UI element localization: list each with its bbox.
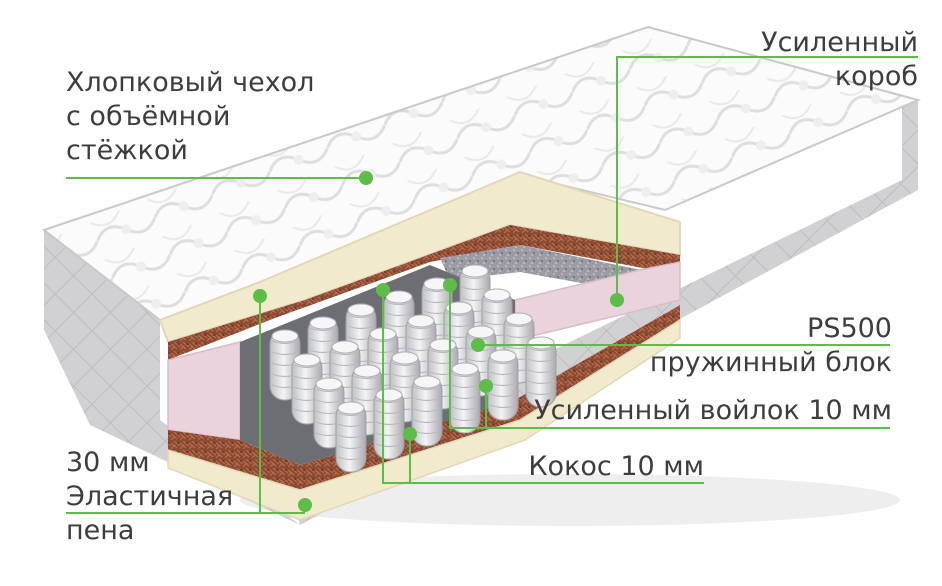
spring-pocket (335, 401, 367, 473)
callout-line-foam (66, 296, 305, 514)
dot-felt-top (443, 278, 457, 292)
label-cotton-cover: Хлопковый чехол с объёмной стёжкой (66, 66, 314, 168)
label-foam-line2: Эластичная (66, 481, 234, 512)
spring-pocket (373, 388, 405, 460)
label-box-line1: Усиленный (761, 27, 918, 58)
pocket-springs (269, 264, 557, 473)
label-cover-line3: стёжкой (66, 135, 188, 166)
dot-coconut-top (376, 283, 390, 297)
label-foam-line1: 30 мм (66, 447, 150, 478)
mattress-left-side (44, 230, 300, 525)
spring-pocket (487, 349, 519, 421)
floor-shadow (240, 474, 900, 526)
dot-foam-bottom (298, 498, 312, 512)
callout-line-felt (449, 285, 890, 429)
dot-coconut-bottom (403, 427, 417, 441)
spring-pocket (411, 375, 443, 447)
label-coconut: Кокос 10 мм (528, 450, 704, 484)
callout-line-box (616, 56, 918, 300)
label-coconut-line1: Кокос 10 мм (528, 451, 704, 482)
foam-bottom-layer (167, 318, 681, 521)
label-cover-line2: с объёмной (66, 101, 231, 132)
reinforced-box-wall-left (167, 341, 241, 441)
label-elastic-foam: 30 мм Эластичная пена (66, 446, 233, 548)
dot-box (610, 293, 624, 307)
label-reinforced-box: Усиленный короб (761, 26, 918, 94)
label-cover-line1: Хлопковый чехол (66, 67, 315, 98)
spring-pocket (449, 362, 481, 434)
callout-dots (253, 171, 624, 512)
label-springs-line1: PS500 (807, 313, 892, 344)
callout-lines (66, 56, 918, 514)
label-felt-line1: Усиленный войлок 10 мм (534, 395, 892, 426)
label-felt: Усиленный войлок 10 мм (534, 394, 892, 428)
label-spring-block: PS500 пружинный блок (650, 312, 892, 380)
label-springs-line2: пружинный блок (649, 347, 892, 378)
dot-cover (359, 171, 373, 185)
callout-line-coconut (382, 290, 704, 484)
dot-springs (471, 338, 485, 352)
dot-foam-top (253, 289, 267, 303)
label-foam-line3: пена (66, 515, 135, 546)
dot-felt-bottom (479, 379, 493, 393)
label-box-line2: короб (834, 61, 918, 92)
